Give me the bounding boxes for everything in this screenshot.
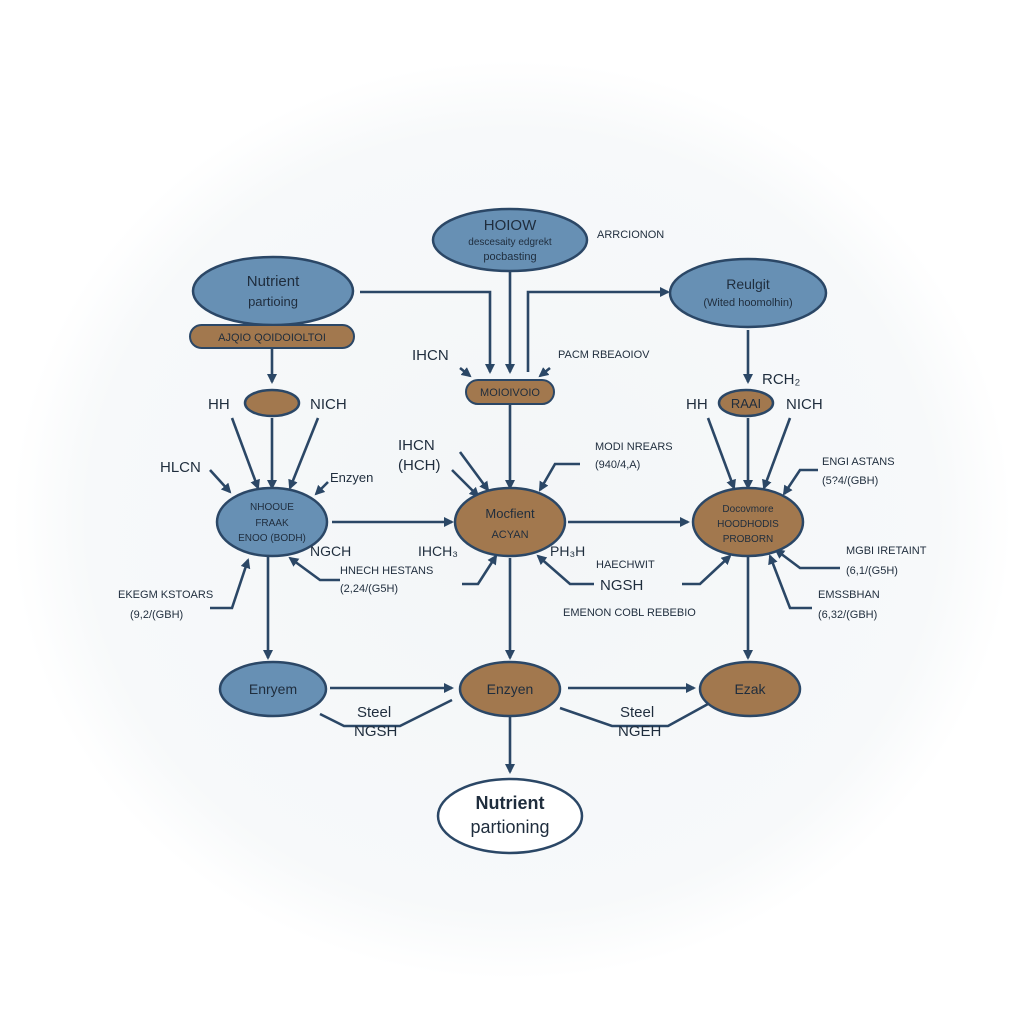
- node-top-center-line3: pocbasting: [483, 251, 536, 263]
- node-left-chain[interactable]: AJQIO QOIDOIOLTOI: [189, 324, 355, 349]
- node-top-right-line1: Reulgit: [726, 276, 770, 292]
- node-center-chain[interactable]: MOIOIVOIO: [465, 379, 555, 405]
- arrow-hh-left: [230, 417, 260, 490]
- node-center-low[interactable]: Enzyen: [458, 660, 562, 718]
- label-hincch-line2: (2,24/(G5H): [340, 583, 398, 595]
- node-left-mid[interactable]: NHOOUE FRAAK ENOO (BODH): [215, 486, 329, 558]
- label-enzyen-left: Enzyen: [330, 470, 373, 485]
- node-center-chain-label: MOIOIVOIO: [480, 387, 540, 399]
- label-ngsh-left-low: NGSH: [354, 723, 397, 740]
- node-top-left-line1: Nutrient: [247, 273, 300, 290]
- node-final-line1: Nutrient: [476, 793, 545, 813]
- arrows: [209, 272, 840, 774]
- node-left-low-label: Enryem: [249, 681, 297, 697]
- arrow-nich-left: [288, 417, 320, 490]
- arrow-ihcn-center: [458, 451, 490, 492]
- arrow-hch-center: [451, 469, 480, 498]
- label-ihch3: IHCH₃: [418, 543, 458, 559]
- label-modi-line2: (940/4,A): [595, 459, 640, 471]
- arrow-ihcn-small: [459, 366, 472, 378]
- label-steel-left: Steel: [357, 704, 391, 721]
- label-mgbi-line1: MGBI IRETAINT: [846, 545, 927, 557]
- label-nich-right: NICH: [786, 396, 823, 413]
- label-steel-right: Steel: [620, 704, 654, 721]
- label-hlcn: HLCN: [160, 459, 201, 476]
- label-ngch-left: NGCH: [310, 543, 351, 559]
- arrow-to-topright: [526, 287, 670, 372]
- label-nich-left: NICH: [310, 396, 347, 413]
- arrow-mgbi: [774, 548, 840, 570]
- arrow-pacm-small: [538, 366, 551, 378]
- label-engi-line2: (5?4/(GBH): [822, 475, 878, 487]
- label-ngeh-right-low: NGEH: [618, 723, 661, 740]
- arrow-enzyen-left: [314, 481, 329, 496]
- label-hh-right: HH: [686, 396, 708, 413]
- arrow-hlcn: [209, 469, 232, 494]
- arrow-engi: [782, 468, 818, 496]
- arrow-hincch-center: [462, 554, 498, 586]
- arrow-ekegm: [210, 558, 251, 610]
- label-arrcionon: ARRCIONON: [597, 229, 664, 241]
- label-haecht: HAECHWIT: [596, 559, 655, 571]
- label-ngsh-center: NGSH: [600, 577, 643, 594]
- node-top-center-line2: descesaity edgrekt: [468, 237, 552, 248]
- connector-steel-left: [319, 698, 453, 728]
- node-left-low[interactable]: Enryem: [218, 660, 328, 718]
- arrow-hincch: [288, 556, 340, 582]
- label-engi-line1: ENGI ASTANS: [822, 456, 895, 468]
- label-modi-line1: MODI NREARS: [595, 441, 673, 453]
- label-ph3h: PH₃H: [550, 543, 585, 559]
- arrow-ngsh-center: [536, 554, 594, 586]
- arrow-ngsh-right: [682, 554, 732, 586]
- node-left-mid-line3: ENOO (BODH): [238, 533, 306, 544]
- node-left-mid-line2: FRAAK: [255, 518, 289, 529]
- node-top-left[interactable]: Nutrient partioing: [191, 255, 355, 327]
- node-top-left-line2: partioing: [248, 294, 298, 309]
- node-left-chain-label: AJQIO QOIDOIOLTOI: [218, 332, 326, 344]
- node-right-small[interactable]: RAAI: [717, 388, 775, 418]
- arrow-hh-right: [706, 417, 736, 490]
- label-ihcn-top: IHCN: [412, 347, 449, 364]
- node-top-right[interactable]: Reulgit (Wited hoomolhin): [668, 257, 828, 329]
- connector-steel-right: [559, 702, 709, 728]
- node-right-mid-line2: HOODHODIS: [717, 519, 779, 530]
- arrow-modi: [538, 462, 580, 492]
- label-emenon: EMENON COBL REBEBIO: [563, 607, 696, 619]
- label-hch: (HCH): [398, 457, 441, 474]
- node-top-right-line2: (Wited hoomolhin): [703, 297, 792, 309]
- label-ekegm-line2: (9,2/(GBH): [130, 609, 183, 621]
- node-center-mid-line2: ACYAN: [491, 529, 528, 541]
- node-top-center[interactable]: HOIOW descesaity edgrekt pocbasting: [431, 207, 589, 273]
- arrow-emssbhan: [768, 554, 812, 610]
- labels: ARRCIONON IHCN PACM RBEAOIOV RCH₂ HH NIC…: [118, 229, 927, 740]
- node-right-mid[interactable]: Docovmore HOODHODIS PROBORN: [691, 486, 805, 558]
- node-final[interactable]: Nutrient partioning: [436, 777, 584, 855]
- label-hincch-line1: HNECH HESTANS: [340, 565, 433, 577]
- node-center-low-label: Enzyen: [487, 681, 534, 697]
- arrow-nich-right: [762, 417, 792, 490]
- node-right-low[interactable]: Ezak: [698, 660, 802, 718]
- node-left-mid-line1: NHOOUE: [250, 502, 294, 513]
- label-ihcn-center: IHCN: [398, 437, 435, 454]
- label-pacm: PACM RBEAOIOV: [558, 349, 650, 361]
- label-ekegm-line1: EKEGM KSTOARS: [118, 589, 213, 601]
- node-right-small-label: RAAI: [731, 396, 761, 411]
- arrow-topleft-to-chain: [360, 290, 495, 374]
- node-center-mid-line1: Mocfient: [485, 506, 535, 521]
- node-center-mid[interactable]: Mocfient ACYAN: [453, 486, 567, 558]
- label-mgbi-line2: (6,1/(G5H): [846, 565, 898, 577]
- label-hh-left: HH: [208, 396, 230, 413]
- node-left-small[interactable]: [243, 388, 301, 418]
- node-final-line2: partioning: [470, 817, 549, 837]
- node-right-mid-line3: PROBORN: [723, 534, 774, 545]
- node-right-mid-line1: Docovmore: [722, 504, 774, 515]
- label-pch2: RCH₂: [762, 371, 800, 388]
- node-right-low-label: Ezak: [734, 681, 766, 697]
- label-emssbhan-line2: (6,32/(GBH): [818, 609, 877, 621]
- node-top-center-line1: HOIOW: [484, 217, 537, 234]
- label-emssbhan-line1: EMSSBHAN: [818, 589, 880, 601]
